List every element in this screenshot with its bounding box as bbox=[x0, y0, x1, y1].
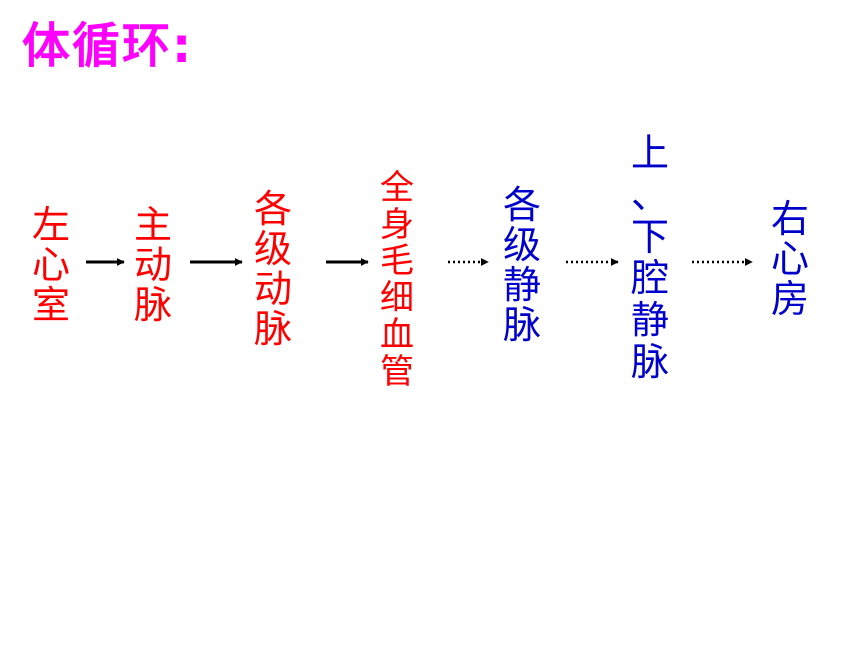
node-label-vena-cava: 上、下腔静脉 bbox=[631, 131, 670, 384]
node-label-right-atrium: 右心房 bbox=[771, 197, 810, 321]
node-vena-cava: 上、下腔静脉 bbox=[631, 131, 670, 384]
node-label-left-ventricle: 左心室 bbox=[32, 203, 71, 327]
node-label-capillaries: 全身毛细血管 bbox=[380, 168, 414, 392]
node-label-veins: 各级静脉 bbox=[503, 183, 542, 347]
node-capillaries: 全身毛细血管 bbox=[380, 170, 414, 390]
node-aorta: 主动脉 bbox=[134, 203, 173, 327]
node-left-ventricle: 左心室 bbox=[32, 203, 71, 327]
node-label-arteries: 各级动脉 bbox=[254, 187, 293, 351]
node-label-aorta: 主动脉 bbox=[134, 203, 173, 327]
node-veins: 各级静脉 bbox=[503, 183, 542, 347]
node-arteries: 各级动脉 bbox=[254, 187, 293, 351]
node-right-atrium: 右心房 bbox=[771, 197, 810, 321]
page-title: 体循环: bbox=[22, 18, 194, 74]
